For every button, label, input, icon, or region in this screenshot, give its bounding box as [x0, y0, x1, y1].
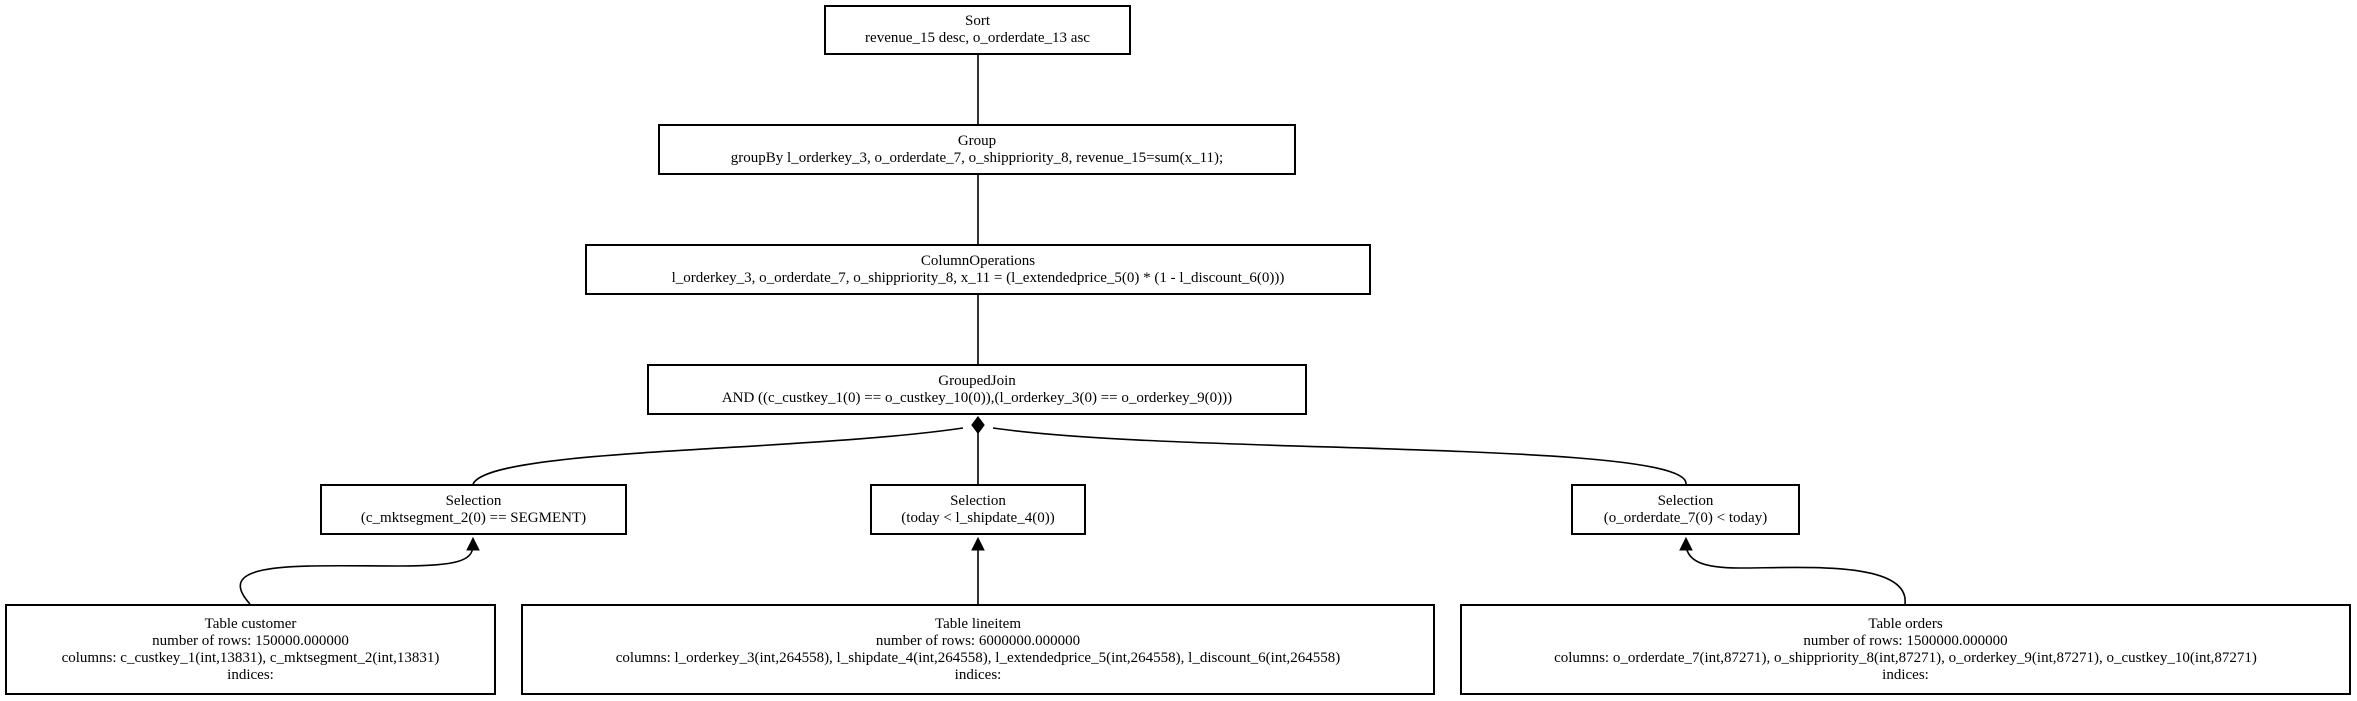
node-table-customer-rows: number of rows: 150000.000000 — [152, 632, 349, 649]
edge-selection-customer-to-grouped-join — [472, 427, 964, 485]
node-table-lineitem-title: Table lineitem — [934, 615, 1021, 632]
node-group-detail: groupBy l_orderkey_3, o_orderdate_7, o_s… — [730, 149, 1224, 166]
node-grouped-join-title: GroupedJoin — [938, 372, 1016, 389]
edge-table-customer-to-selection-customer — [239, 545, 474, 605]
arrow-head-icon — [971, 536, 985, 551]
node-table-orders-title: Table orders — [1868, 615, 1943, 632]
node-table-customer-title: Table customer — [204, 615, 297, 632]
node-table-lineitem-rows: number of rows: 6000000.000000 — [875, 632, 1081, 649]
node-selection-customer-detail: (c_mktsegment_2(0) == SEGMENT) — [360, 509, 587, 526]
node-selection-lineitem-title: Selection — [950, 492, 1006, 509]
node-table-customer: Table customer number of rows: 150000.00… — [5, 604, 496, 695]
node-group-title: Group — [957, 132, 997, 149]
node-sort-title: Sort — [964, 13, 990, 29]
node-grouped-join: GroupedJoin AND ((c_custkey_1(0) == o_cu… — [647, 364, 1307, 415]
node-table-lineitem-indices: indices: — [954, 666, 1002, 683]
node-selection-lineitem-detail: (today < l_shipdate_4(0)) — [901, 509, 1055, 526]
node-selection-lineitem: Selection (today < l_shipdate_4(0)) — [870, 484, 1086, 535]
node-sort: Sort revenue_15 desc, o_orderdate_13 asc — [824, 5, 1131, 55]
node-table-customer-indices: indices: — [227, 666, 274, 683]
node-table-orders-rows: number of rows: 1500000.000000 — [1803, 632, 2008, 649]
node-selection-customer: Selection (c_mktsegment_2(0) == SEGMENT) — [320, 484, 627, 535]
node-table-lineitem: Table lineitem number of rows: 6000000.0… — [521, 604, 1435, 695]
arrow-head-icon — [466, 536, 480, 551]
node-grouped-join-detail: AND ((c_custkey_1(0) == o_custkey_10(0))… — [721, 389, 1233, 406]
node-table-orders: Table orders number of rows: 1500000.000… — [1460, 604, 2351, 695]
node-selection-orders-detail: (o_orderdate_7(0) < today) — [1603, 509, 1768, 526]
node-column-operations: ColumnOperations l_orderkey_3, o_orderda… — [585, 244, 1371, 295]
node-column-operations-title: ColumnOperations — [920, 252, 1036, 269]
node-group: Group groupBy l_orderkey_3, o_orderdate_… — [658, 124, 1296, 175]
edge-selection-orders-to-grouped-join — [992, 427, 1687, 485]
node-table-orders-indices: indices: — [1882, 666, 1929, 683]
node-table-lineitem-columns: columns: l_orderkey_3(int,264558), l_shi… — [615, 649, 1341, 666]
node-table-customer-columns: columns: c_custkey_1(int,13831), c_mktse… — [61, 649, 440, 666]
node-sort-detail: revenue_15 desc, o_orderdate_13 asc — [865, 30, 1090, 46]
node-selection-orders: Selection (o_orderdate_7(0) < today) — [1571, 484, 1800, 535]
diamond-head-icon — [971, 416, 985, 434]
arrow-head-icon — [1679, 536, 1693, 551]
node-selection-customer-title: Selection — [445, 492, 502, 509]
node-selection-orders-title: Selection — [1657, 492, 1714, 509]
node-column-operations-detail: l_orderkey_3, o_orderdate_7, o_shipprior… — [671, 269, 1285, 286]
node-table-orders-columns: columns: o_orderdate_7(int,87271), o_shi… — [1554, 649, 2257, 666]
edge-table-orders-to-selection-orders — [1685, 545, 1906, 605]
